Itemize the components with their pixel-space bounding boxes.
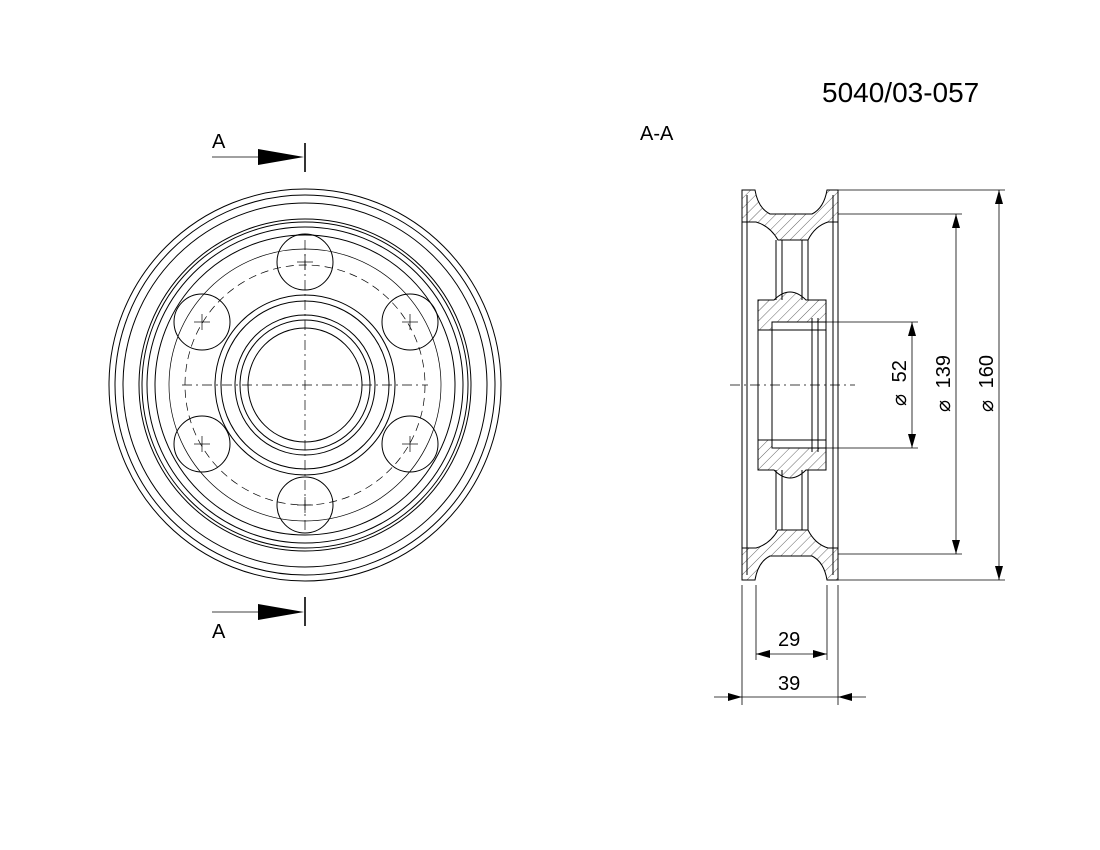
ball-hole — [173, 293, 231, 351]
dimension-inner-width: 29 — [756, 629, 827, 658]
ball-hole — [381, 293, 439, 351]
section-arrow-top — [258, 149, 304, 165]
dimension-outer-diameter: ⌀ 160 — [976, 190, 1003, 580]
dimension-outer-symbol: ⌀ — [976, 400, 998, 412]
dimension-outer-value: 160 — [976, 355, 998, 388]
dimension-bore-value: 52 — [889, 360, 911, 382]
section-title: A-A — [640, 123, 674, 145]
part-number: 5040/03-057 — [822, 77, 979, 108]
section-marker-bottom: A — [212, 597, 306, 643]
outer-rim-circle — [108, 188, 502, 582]
ball-holes — [173, 233, 439, 534]
svg-text:⌀ 139: ⌀ 139 — [933, 355, 955, 412]
svg-text:⌀ 52: ⌀ 52 — [889, 360, 911, 406]
dimension-bore-symbol: ⌀ — [889, 394, 911, 406]
ball-hole — [276, 476, 334, 534]
dimension-total-width: 39 — [714, 673, 866, 701]
dimension-groove-diameter: ⌀ 139 — [933, 214, 960, 554]
section-marker-bottom-label: A — [212, 621, 226, 643]
dimension-total-width-value: 39 — [778, 673, 800, 695]
dimension-groove-value: 139 — [933, 355, 955, 388]
front-view: A A — [108, 131, 502, 643]
ball-hole — [173, 415, 231, 473]
dimension-groove-symbol: ⌀ — [933, 400, 955, 412]
dimension-bore-diameter: ⌀ 52 — [889, 322, 916, 448]
section-marker-top: A — [212, 131, 306, 172]
section-view: ⌀ 52 ⌀ 139 ⌀ 160 — [714, 189, 1005, 705]
svg-text:⌀ 160: ⌀ 160 — [976, 355, 998, 412]
dimension-inner-width-value: 29 — [778, 629, 800, 651]
section-arrow-bottom — [258, 604, 304, 620]
ball-hole — [381, 415, 439, 473]
section-marker-top-label: A — [212, 131, 226, 153]
